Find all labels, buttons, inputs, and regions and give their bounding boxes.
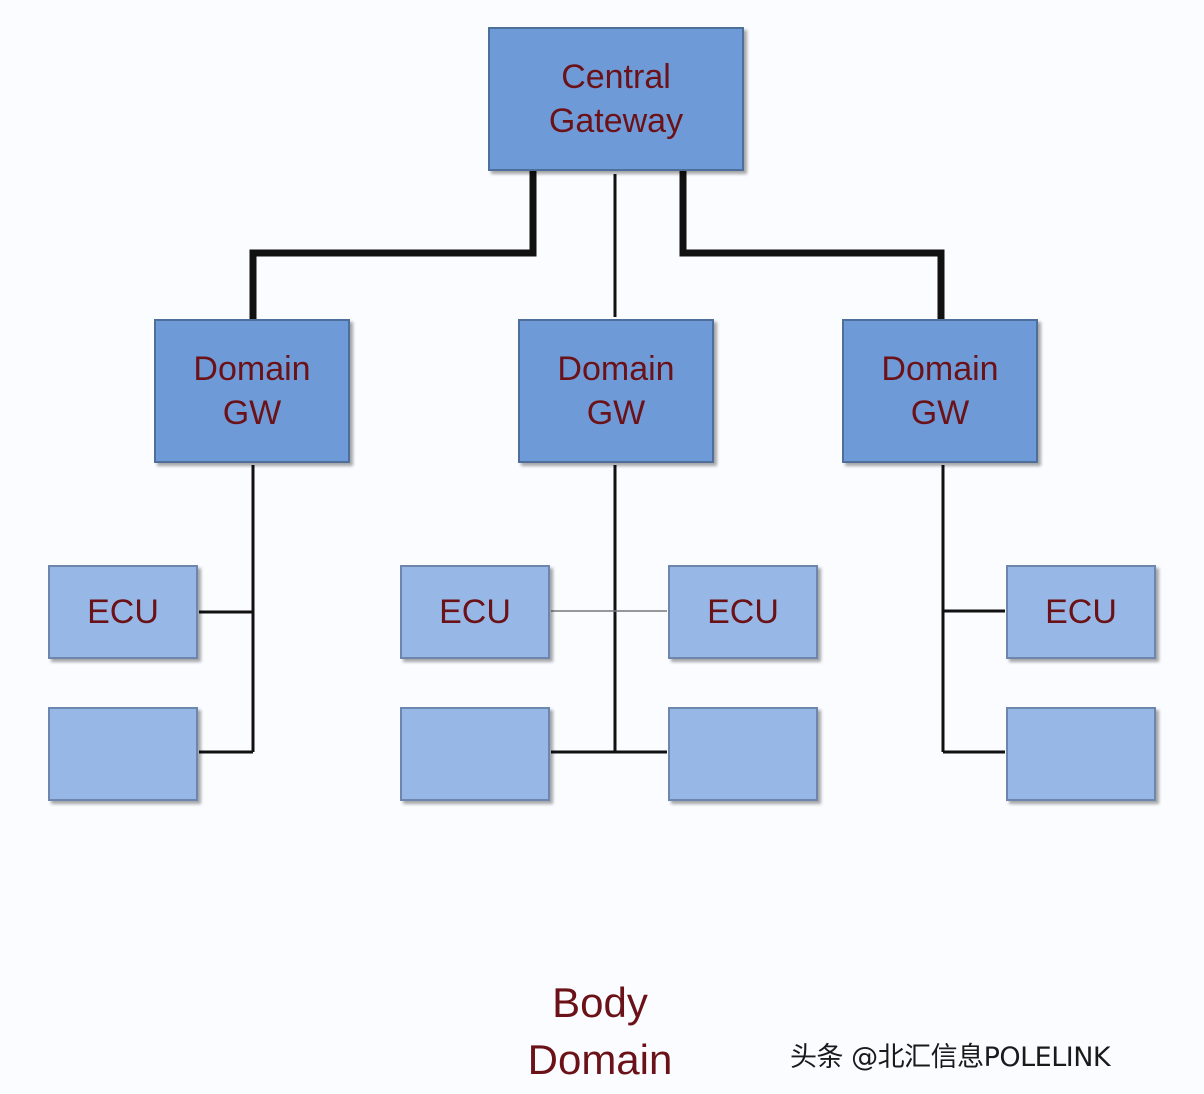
domain-gw-box-middle: Domain GW — [518, 319, 714, 463]
domain-gw-label-line2: GW — [586, 394, 646, 432]
ecu-box-right-top: ECU — [1006, 565, 1156, 659]
central-gateway-box: Central Gateway — [488, 27, 744, 171]
link-central-to-right-gw — [679, 170, 945, 321]
source-watermark: 头条 @北汇信息POLELINK — [790, 1042, 1111, 1073]
central-gateway-label-line2: Gateway — [548, 102, 684, 140]
domain-caption-line1: Body — [552, 979, 648, 1026]
domain-gw-label-line1: Domain — [193, 350, 311, 388]
ecu-box-middle-left-bottom — [400, 707, 550, 801]
domain-gw-box-right: Domain GW — [842, 319, 1038, 463]
domain-gw-label-line1: Domain — [881, 350, 999, 388]
ecu-box-middle-left-top: ECU — [400, 565, 550, 659]
domain-caption-line2: Domain — [527, 1036, 673, 1083]
ecu-label: ECU — [87, 592, 159, 631]
ecu-box-right-bottom — [1006, 707, 1156, 801]
ecu-box-left-bottom — [48, 707, 198, 801]
central-gateway-label-line1: Central — [561, 58, 671, 96]
ecu-box-middle-right-top: ECU — [668, 565, 818, 659]
ecu-box-left-top: ECU — [48, 565, 198, 659]
ecu-label: ECU — [439, 592, 511, 631]
ecu-box-middle-right-bottom — [668, 707, 818, 801]
domain-gw-box-left: Domain GW — [154, 319, 350, 463]
ecu-label: ECU — [1045, 592, 1117, 631]
ecu-label: ECU — [707, 592, 779, 631]
domain-gw-label-line1: Domain — [557, 350, 675, 388]
domain-caption: Body Domain — [480, 974, 720, 1088]
domain-gw-label-line2: GW — [910, 394, 970, 432]
domain-gw-label-line2: GW — [222, 394, 282, 432]
link-central-to-left-gw — [249, 170, 537, 321]
